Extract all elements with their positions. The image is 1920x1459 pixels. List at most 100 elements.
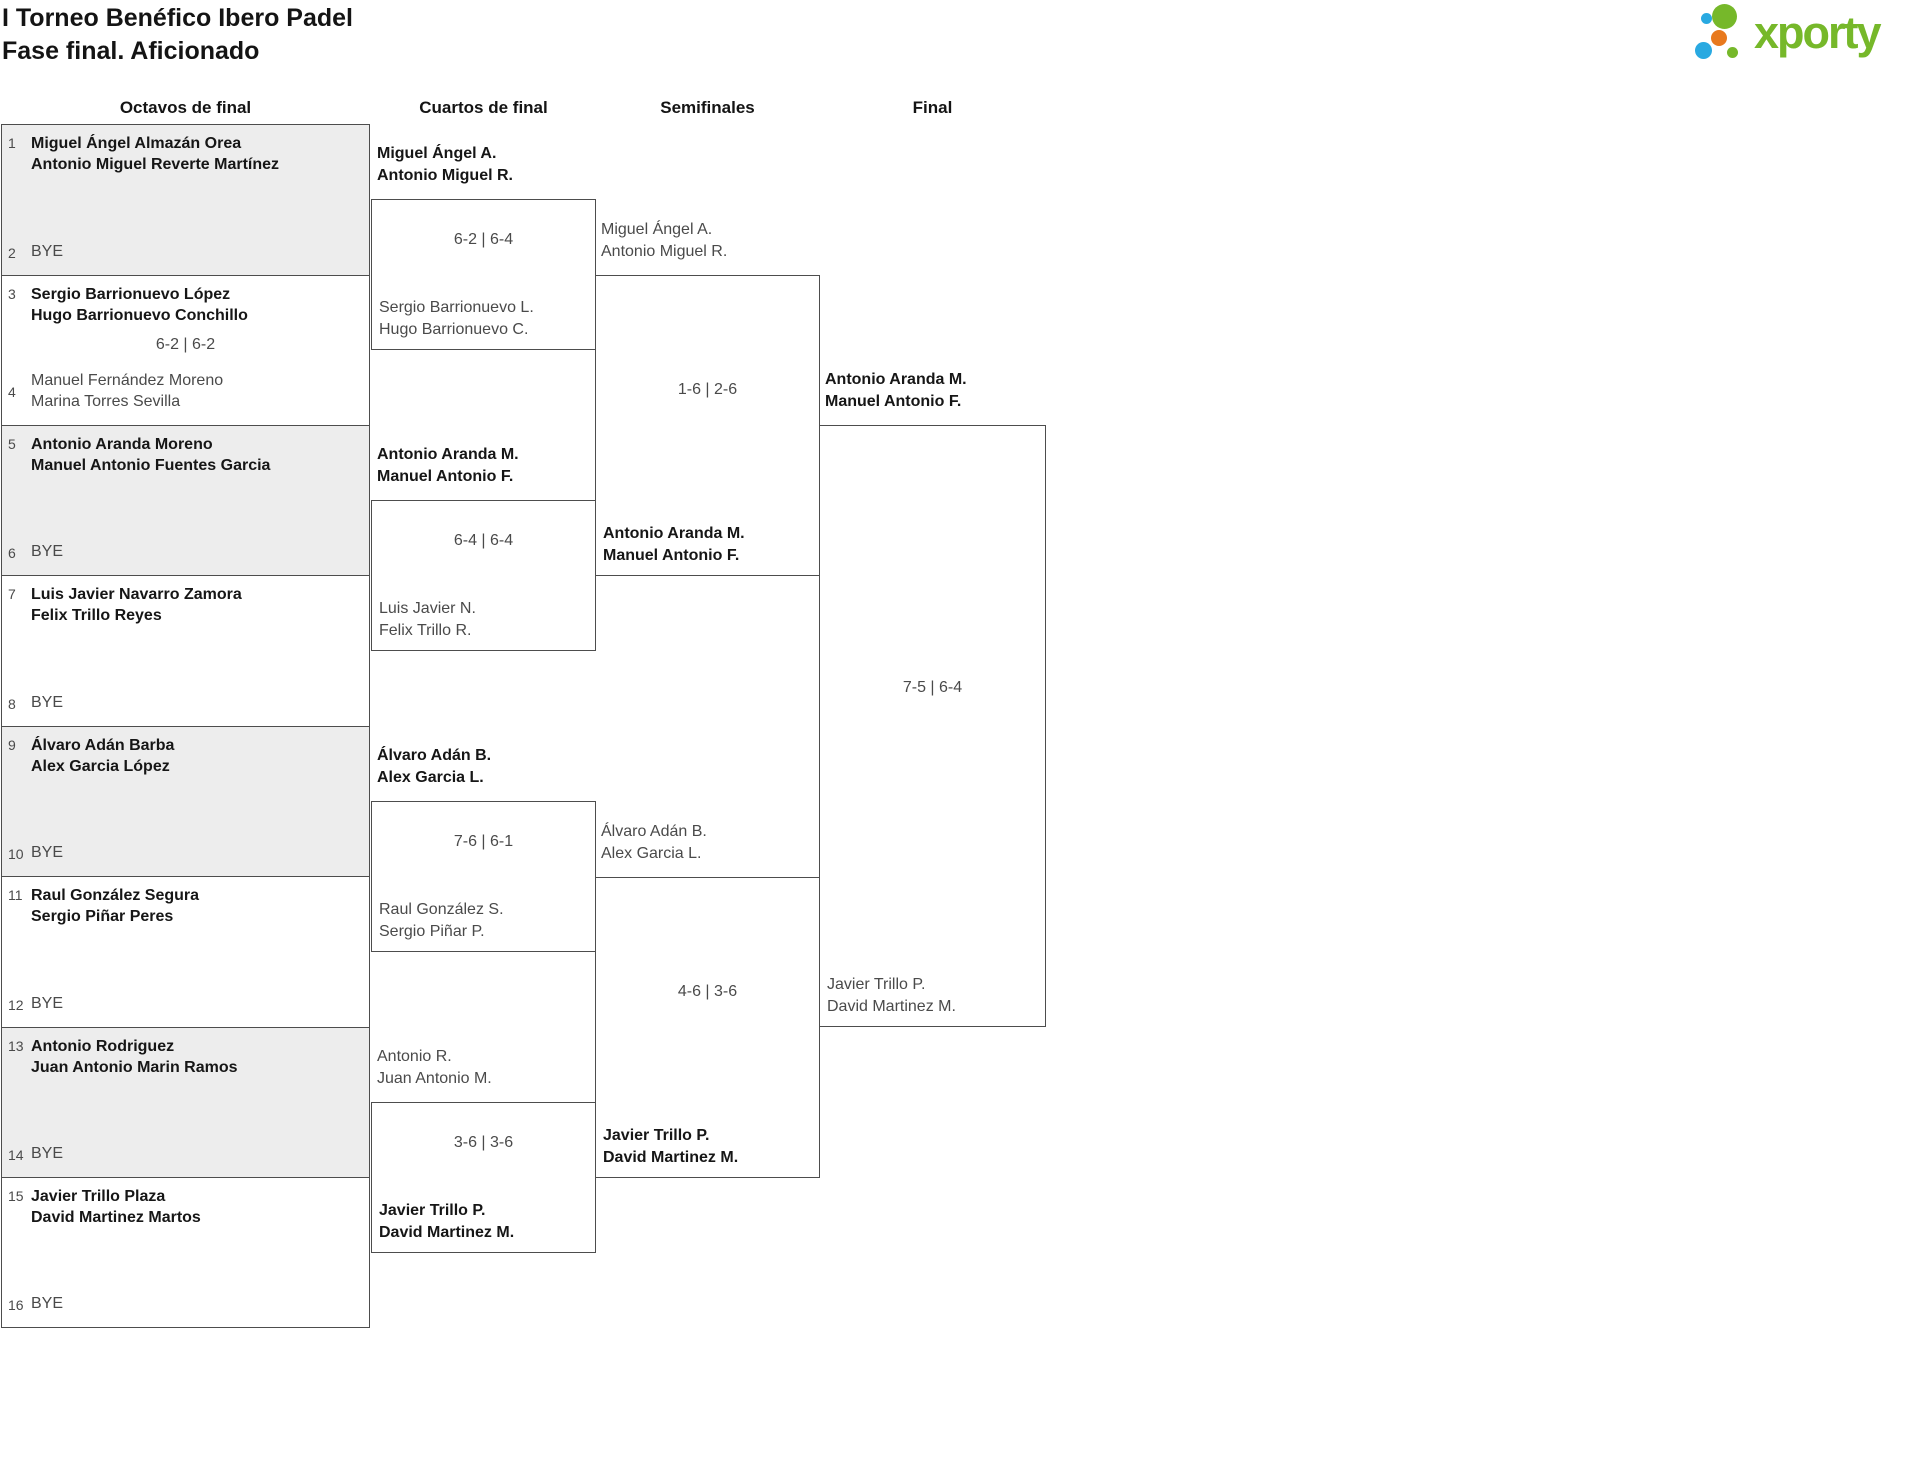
xporty-logo[interactable]: xporty <box>1690 0 1920 72</box>
player-name: Álvaro Adán Barba <box>31 737 175 754</box>
bye-label: BYE <box>31 243 64 260</box>
team-entry: 6 BYE <box>8 541 363 562</box>
seed-number: 12 <box>8 996 24 1013</box>
bye-label: BYE <box>31 543 64 560</box>
team-names: BYE <box>31 842 63 863</box>
team-names: Miguel Ángel Almazán Orea Antonio Miguel… <box>31 133 279 175</box>
sf2-top-team: Álvaro Adán B. Alex Garcia L. <box>601 821 814 865</box>
team-names: BYE <box>31 241 63 262</box>
seed-number: 15 <box>8 1188 24 1204</box>
final-score: 7-5 | 6-4 <box>902 679 963 696</box>
player-name: Javier Trillo P. <box>827 976 926 993</box>
player-name: Juan Antonio M. <box>377 1070 492 1087</box>
seed-number: 1 <box>8 135 16 151</box>
player-name: Luis Javier Navarro Zamora <box>31 586 242 603</box>
team-entry: 10 BYE <box>8 842 363 863</box>
seed-number: 4 <box>8 384 16 400</box>
team-names: Raul González Segura Sergio Piñar Peres <box>31 885 199 927</box>
player-name: Alex Garcia López <box>31 758 170 775</box>
seed-number: 14 <box>8 1146 24 1163</box>
player-name: Miguel Ángel A. <box>601 221 713 238</box>
team-entry: 7 Luis Javier Navarro Zamora Felix Trill… <box>8 584 363 626</box>
logo-dot-blue-large <box>1695 42 1712 59</box>
seed-number: 10 <box>8 845 24 862</box>
seed-number: 3 <box>8 286 16 302</box>
player-name: Hugo Barrionuevo Conchillo <box>31 307 248 324</box>
match-box-r16-1: 1 Miguel Ángel Almazán Orea Antonio Migu… <box>1 124 370 276</box>
qf3-score: 7-6 | 6-1 <box>453 833 514 850</box>
team-entry: 11 Raul González Segura Sergio Piñar Per… <box>8 885 363 927</box>
team-names: Álvaro Adán Barba Alex Garcia López <box>31 735 174 777</box>
qf2-bottom-team: Luis Javier N. Felix Trillo R. <box>379 598 476 642</box>
player-name: Antonio Miguel R. <box>377 167 513 184</box>
player-name: Manuel Fernández Moreno <box>31 372 224 389</box>
qf2-top-team: Antonio Aranda M. Manuel Antonio F. <box>377 444 590 488</box>
player-name: Juan Antonio Marin Ramos <box>31 1059 238 1076</box>
qf4-bottom-team: Javier Trillo P. David Martinez M. <box>379 1200 514 1244</box>
player-name: Antonio Aranda Moreno <box>31 436 213 453</box>
player-name: Sergio Piñar P. <box>379 923 485 940</box>
sf2-match-box: 4-6 | 3-6 Javier Trillo P. David Martine… <box>595 877 820 1178</box>
player-name: Sergio Piñar Peres <box>31 908 174 925</box>
player-name: Antonio Aranda M. <box>377 446 519 463</box>
team-names: BYE <box>31 1143 63 1164</box>
bye-label: BYE <box>31 1295 64 1312</box>
player-name: Javier Trillo P. <box>603 1127 710 1144</box>
team-names: BYE <box>31 993 63 1014</box>
phase-subtitle: Fase final. Aficionado <box>2 37 260 65</box>
sf2-score: 4-6 | 3-6 <box>677 983 738 1000</box>
player-name: Sergio Barrionuevo López <box>31 286 231 303</box>
player-name: David Martinez M. <box>379 1224 515 1241</box>
qf4-score: 3-6 | 3-6 <box>453 1134 514 1151</box>
logo-dot-green-large <box>1712 4 1737 29</box>
player-name: Antonio Miguel R. <box>601 243 728 260</box>
qf2-score: 6-4 | 6-4 <box>453 532 514 549</box>
team-names: BYE <box>31 1293 63 1314</box>
player-name: Raul González S. <box>379 901 504 918</box>
player-name: Sergio Barrionuevo L. <box>379 299 534 316</box>
bye-label: BYE <box>31 1145 64 1162</box>
player-name: David Martinez Martos <box>31 1209 201 1226</box>
player-name: Alex Garcia L. <box>601 845 702 862</box>
team-entry: 12 BYE <box>8 993 363 1014</box>
page-title: I Torneo Benéfico Ibero Padel Fase final… <box>2 2 353 68</box>
bye-label: BYE <box>31 995 64 1012</box>
match-score: 6-2 | 6-2 <box>155 336 216 353</box>
player-name: Javier Trillo P. <box>379 1202 486 1219</box>
sf1-bottom-team: Antonio Aranda M. Manuel Antonio F. <box>603 523 745 567</box>
match-box-r16-4: 7 Luis Javier Navarro Zamora Felix Trill… <box>1 575 370 727</box>
player-name: Miguel Ángel A. <box>377 145 497 162</box>
player-name: Javier Trillo Plaza <box>31 1188 166 1205</box>
qf4-top-team: Antonio R. Juan Antonio M. <box>377 1046 590 1090</box>
qf1-match-box: 6-2 | 6-4 Sergio Barrionuevo L. Hugo Bar… <box>371 199 596 350</box>
match-box-r16-6: 11 Raul González Segura Sergio Piñar Per… <box>1 876 370 1028</box>
team-entry: 1 Miguel Ángel Almazán Orea Antonio Migu… <box>8 133 363 175</box>
team-entry: 15 Javier Trillo Plaza David Martinez Ma… <box>8 1186 363 1228</box>
round-header-octavos: Octavos de final <box>119 98 252 117</box>
team-names: Antonio Rodriguez Juan Antonio Marin Ram… <box>31 1036 238 1078</box>
player-name: Alex Garcia L. <box>377 769 484 786</box>
player-name: Antonio Aranda M. <box>825 371 967 388</box>
player-name: Álvaro Adán B. <box>601 823 707 840</box>
seed-number: 5 <box>8 436 16 452</box>
seed-number: 9 <box>8 737 16 753</box>
team-entry: 9 Álvaro Adán Barba Alex Garcia López <box>8 735 363 777</box>
match-box-r16-2: 3 Sergio Barrionuevo López Hugo Barrionu… <box>1 275 370 426</box>
player-name: Antonio R. <box>377 1048 452 1065</box>
player-name: David Martinez M. <box>603 1149 739 1166</box>
team-names: Antonio Aranda Moreno Manuel Antonio Fue… <box>31 434 270 476</box>
qf2-match-box: 6-4 | 6-4 Luis Javier N. Felix Trillo R. <box>371 500 596 651</box>
team-entry: 2 BYE <box>8 241 363 262</box>
team-names: Sergio Barrionuevo López Hugo Barrionuev… <box>31 284 248 326</box>
logo-dot-green-small <box>1727 47 1738 58</box>
player-name: Manuel Antonio F. <box>377 468 514 485</box>
qf4-match-box: 3-6 | 3-6 Javier Trillo P. David Martine… <box>371 1102 596 1253</box>
team-names: BYE <box>31 541 63 562</box>
sf1-score: 1-6 | 2-6 <box>677 381 738 398</box>
final-bottom-team: Javier Trillo P. David Martinez M. <box>827 974 956 1018</box>
final-top-team: Antonio Aranda M. Manuel Antonio F. <box>825 369 1040 413</box>
player-name: Antonio Miguel Reverte Martínez <box>31 156 280 173</box>
round-header-semifinales: Semifinales <box>660 98 755 117</box>
logo-dot-blue-small <box>1701 13 1712 24</box>
team-entry: 3 Sergio Barrionuevo López Hugo Barrionu… <box>8 284 363 326</box>
